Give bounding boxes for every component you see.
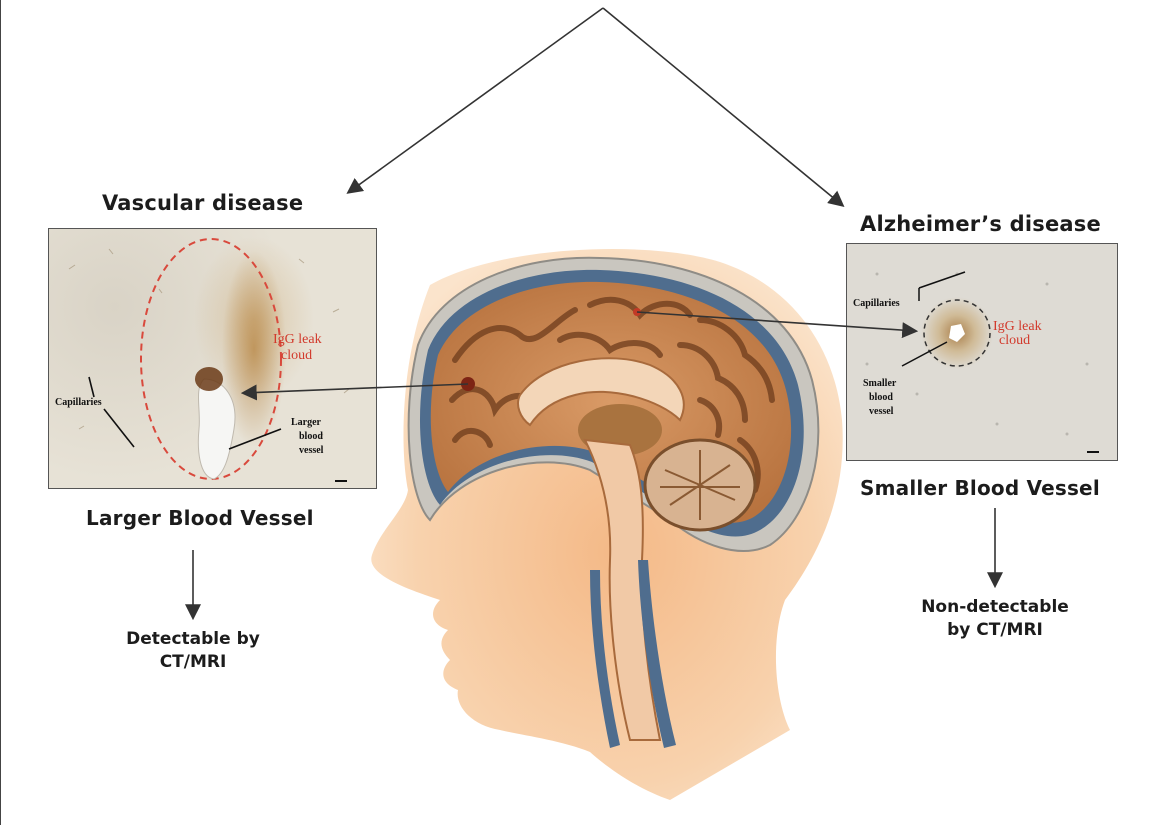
outcome-non-detectable-line2: by CT/MRI <box>895 619 1095 642</box>
outcome-detectable-line1: Detectable by <box>103 628 283 651</box>
arrow-icon <box>349 8 603 192</box>
heading-larger-blood-vessel: Larger Blood Vessel <box>86 506 314 530</box>
arrow-icon <box>244 384 468 393</box>
heading-vascular-disease: Vascular disease <box>102 191 303 215</box>
heading-smaller-blood-vessel: Smaller Blood Vessel <box>860 476 1100 500</box>
heading-alzheimers-disease: Alzheimer’s disease <box>860 212 1101 236</box>
outcome-detectable-line2: CT/MRI <box>103 651 283 674</box>
outcome-non-detectable-line1: Non-detectable <box>895 596 1095 619</box>
arrow-icon <box>603 8 842 205</box>
arrow-icon <box>637 312 915 331</box>
outcome-non-detectable: Non-detectable by CT/MRI <box>895 596 1095 642</box>
outcome-detectable: Detectable by CT/MRI <box>103 628 283 674</box>
